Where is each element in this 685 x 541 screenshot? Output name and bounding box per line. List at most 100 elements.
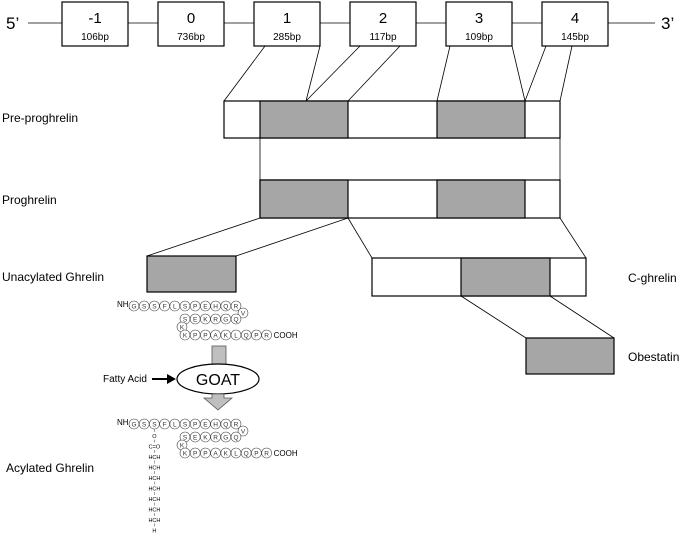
svg-text:Q: Q [233, 316, 238, 323]
gene-structure: 5’ 3’ -1 106bp 0 736bp 1 285bp 2 117bp 3… [6, 1, 674, 47]
svg-text:G: G [223, 434, 228, 441]
amino-acid-residue: P [251, 329, 262, 341]
svg-text:F: F [163, 303, 167, 310]
amino-acid-residue: L [169, 300, 181, 312]
pre-proghrelin-bar [223, 100, 561, 139]
amino-acid-residue: L [230, 447, 242, 459]
svg-text:A: A [213, 450, 218, 457]
amino-acid-residue: K [176, 439, 188, 451]
cleavage-lines [146, 217, 587, 259]
amino-acid-residue: P [189, 447, 201, 459]
cooh-label: COOH [274, 449, 298, 458]
amino-acid-residue: G [128, 418, 140, 430]
svg-text:S: S [142, 303, 147, 310]
amino-acid-residue: Q [240, 329, 252, 341]
amino-acid-residue: E [189, 313, 201, 325]
acyl-chain-unit: HCH [148, 476, 160, 482]
svg-text:R: R [264, 450, 269, 457]
connector-lines [259, 138, 561, 180]
exon-box: -1 106bp [61, 1, 129, 47]
svg-text:S: S [183, 421, 188, 428]
amino-acid-residue: S [138, 418, 150, 430]
svg-text:G: G [131, 303, 136, 310]
svg-text:R: R [213, 316, 218, 323]
svg-text:R: R [213, 434, 218, 441]
amino-acid-residue: R [230, 418, 242, 430]
svg-text:Q: Q [244, 450, 249, 457]
amino-acid-residue: P [189, 300, 201, 312]
proghrelin-bar [259, 179, 561, 219]
svg-text:H: H [213, 303, 218, 310]
amino-acid-residue: K [200, 313, 211, 325]
exon-size: 109bp [465, 32, 493, 43]
exon-size: 145bp [561, 32, 589, 43]
svg-text:P: P [203, 450, 207, 457]
exon-number: 4 [571, 10, 579, 27]
exon-mapping-lines [223, 45, 573, 102]
exon-size: 736bp [177, 32, 205, 43]
acyl-chain-unit: HCH [148, 466, 160, 472]
svg-text:Q: Q [223, 303, 228, 310]
amino-acid-residue: Q [230, 313, 242, 325]
svg-text:R: R [234, 303, 239, 310]
svg-text:P: P [254, 332, 258, 339]
amino-acid-residue: R [210, 313, 221, 325]
amino-acid-residue: S [138, 300, 150, 312]
svg-text:K: K [203, 434, 208, 441]
acyl-chain-unit: HCH [148, 487, 160, 493]
amino-acid-residue: P [189, 418, 201, 430]
svg-text:Q: Q [223, 421, 228, 428]
amino-acid-residue: P [251, 447, 262, 459]
svg-text:E: E [193, 316, 198, 323]
amino-acid-residue: G [220, 313, 232, 325]
svg-text:P: P [203, 332, 207, 339]
amino-acid-residue: Q [220, 300, 232, 312]
three-prime-label: 3’ [661, 14, 674, 33]
amino-acid-residue: V [237, 425, 249, 437]
c-ghrelin-bar [371, 257, 587, 297]
amino-acid-residue: K [179, 329, 191, 341]
cooh-label: COOH [274, 331, 298, 340]
svg-text:E: E [203, 303, 208, 310]
amino-acid-residue: Q [240, 447, 252, 459]
svg-text:G: G [131, 421, 136, 428]
exon-box: 3 109bp [445, 1, 513, 47]
svg-text:S: S [183, 434, 188, 441]
acyl-chain-unit: C=O [149, 445, 161, 451]
amino-acid-residue: S [179, 418, 191, 430]
amino-acid-residue: S [149, 418, 160, 430]
svg-text:K: K [180, 442, 185, 449]
amino-acid-residue: S [179, 300, 191, 312]
amino-acid-residue: K [179, 447, 191, 459]
fatty-acid-arrow [152, 374, 176, 384]
svg-text:E: E [193, 434, 198, 441]
svg-text:H: H [213, 421, 218, 428]
svg-text:K: K [203, 316, 208, 323]
amino-acid-residue: E [189, 431, 201, 443]
svg-text:K: K [183, 450, 188, 457]
svg-text:F: F [163, 421, 167, 428]
svg-text:P: P [254, 450, 258, 457]
c-ghrelin-label: C-ghrelin [628, 271, 677, 285]
unacylated-ghrelin-label: Unacylated Ghrelin [2, 270, 104, 284]
amino-acid-residue: Q [220, 418, 232, 430]
amino-acid-residue: K [220, 329, 232, 341]
acylated-ghrelin-label: Acylated Ghrelin [6, 461, 94, 475]
svg-text:S: S [152, 303, 157, 310]
acyl-chain-unit: HCH [148, 518, 160, 524]
amino-acid-residue: G [220, 431, 232, 443]
acyl-chain-unit: HCH [148, 497, 160, 503]
processing-arrow [211, 345, 227, 367]
exon-size: 117bp [369, 32, 397, 43]
acyl-chain-unit: O [152, 434, 157, 440]
amino-acid-residue: G [128, 300, 140, 312]
amino-acid-residue: P [200, 447, 211, 459]
